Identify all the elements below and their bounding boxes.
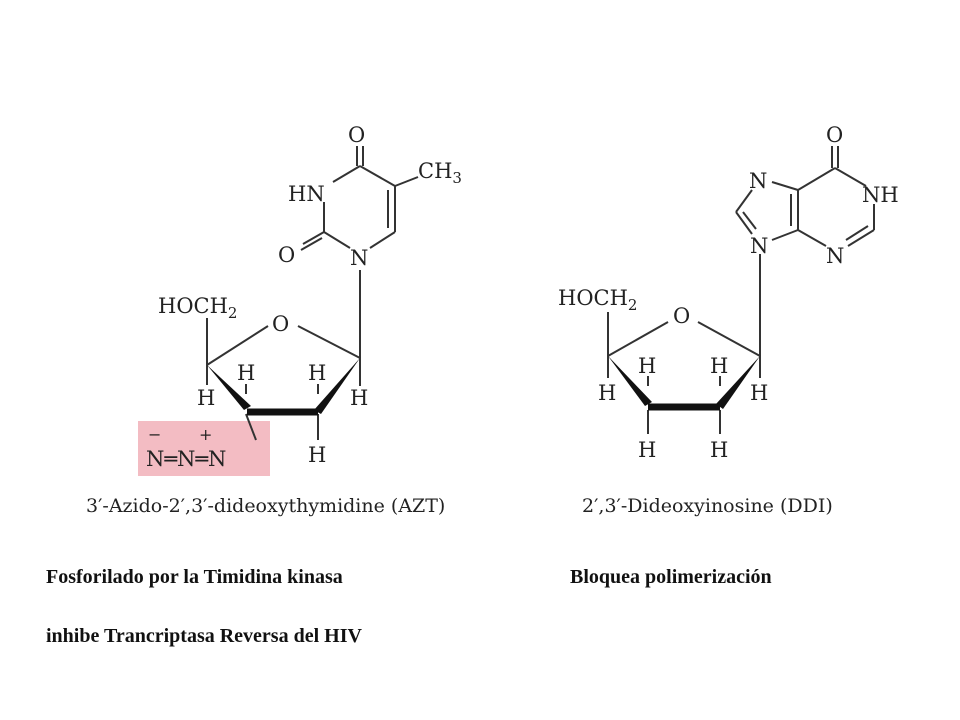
azt-n1: N xyxy=(350,246,368,270)
azt-ring-o: O xyxy=(272,312,289,336)
ddi-h3: H xyxy=(598,381,616,405)
ddi-ring-o: O xyxy=(673,304,690,328)
thymine-ring-bonds xyxy=(300,146,419,358)
ddi-wedge-left xyxy=(608,356,652,406)
azt-azide: N═N═N xyxy=(146,447,226,471)
azt-hoch2: HOCH2 xyxy=(158,294,237,322)
ddi-n9: N xyxy=(750,234,768,258)
azt-h2: H xyxy=(308,361,326,385)
azt-hn: HN xyxy=(288,182,325,206)
ddi-h6: H xyxy=(710,438,728,462)
azt-ch3: CH3 xyxy=(418,159,462,187)
azt-o-top: O xyxy=(348,123,365,147)
ddi-sugar-bonds xyxy=(607,312,761,434)
ddi-h5: H xyxy=(638,438,656,462)
azide-highlight xyxy=(138,421,270,476)
azt-h5: H xyxy=(308,443,326,467)
azt-molecule: O HN CH3 O N HOCH2 O H H H H H − + N═N═N… xyxy=(86,123,462,517)
azt-wedge-left xyxy=(207,365,251,410)
azt-wedge-right xyxy=(314,358,360,414)
azt-h3: H xyxy=(197,386,215,410)
ddi-n7: N xyxy=(749,169,767,193)
note-left-line1: Fosforilado por la Timidina kinasa xyxy=(46,566,343,588)
azt-charge-minus: − xyxy=(148,425,161,444)
ddi-h1: H xyxy=(638,354,656,378)
azt-h1: H xyxy=(237,361,255,385)
azt-o-left: O xyxy=(278,243,295,267)
note-right-line1: Bloquea polimerización xyxy=(570,566,772,588)
ddi-h2: H xyxy=(710,354,728,378)
ddi-nh: NH xyxy=(862,183,899,207)
azt-h4: H xyxy=(350,386,368,410)
ddi-h4: H xyxy=(750,381,768,405)
hypoxanthine-bonds xyxy=(735,146,875,356)
azt-sugar-bonds xyxy=(206,318,361,441)
note-left-line2: inhibe Trancriptasa Reversa del HIV xyxy=(46,625,362,647)
ddi-hoch2: HOCH2 xyxy=(558,286,637,314)
ddi-n3: N xyxy=(826,244,844,268)
azt-caption: 3′-Azido-2′,3′-dideoxythymidine (AZT) xyxy=(86,495,445,517)
ddi-molecule: O N NH N N HOCH2 O H H H H H H 2′,3′-Did… xyxy=(558,123,899,517)
ddi-wedge-right xyxy=(716,356,760,409)
ddi-caption: 2′,3′-Dideoxyinosine (DDI) xyxy=(582,495,833,517)
ddi-o-top: O xyxy=(826,123,843,147)
azt-charge-plus: + xyxy=(199,425,212,444)
